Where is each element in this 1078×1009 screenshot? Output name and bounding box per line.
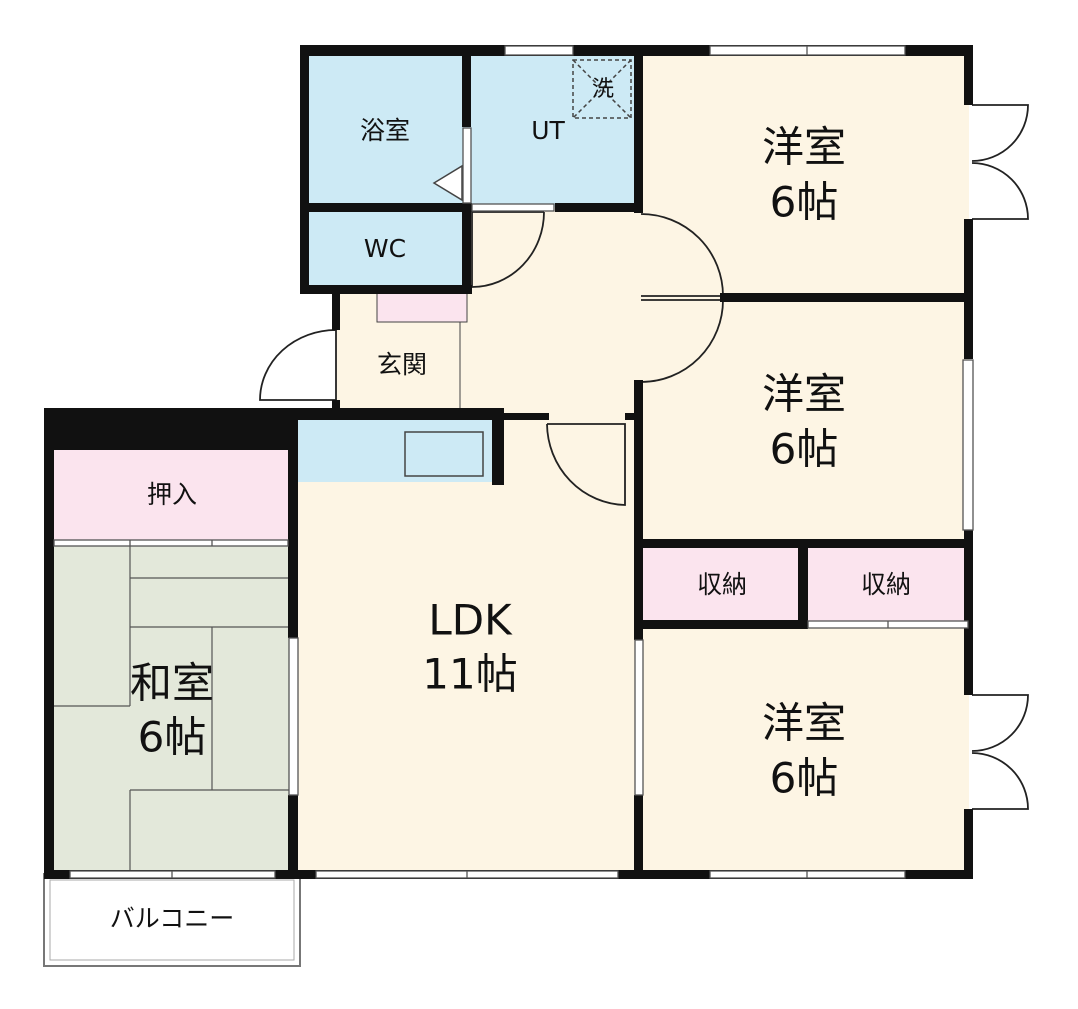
washitsu-name: 和室 — [130, 659, 214, 708]
yoshitsu-top-door-icon — [640, 213, 724, 297]
tatami-lines — [50, 543, 295, 874]
room-fills — [50, 52, 969, 874]
entrance-label: 玄関 — [377, 350, 427, 379]
oshiire-floor — [50, 448, 295, 543]
yoshitsu-mid-floor — [639, 297, 969, 544]
window — [634, 639, 644, 796]
washer-space-icon — [572, 59, 632, 119]
wc-label: WC — [364, 234, 406, 263]
storage-left-floor — [639, 544, 803, 624]
storage-right-label: 収納 — [861, 570, 911, 599]
ldk-name: LDK — [428, 596, 513, 645]
yoshitsu-top-name: 洋室 — [762, 123, 846, 172]
window — [462, 127, 472, 204]
storage-left-label: 収納 — [697, 570, 747, 599]
door-triangle-icon — [432, 164, 463, 202]
ldk-door-icon — [546, 423, 626, 506]
washitsu-floor — [50, 543, 295, 874]
details — [404, 59, 632, 477]
yoshitsu-bottom-floor — [639, 624, 969, 874]
ldk-size: 11帖 — [422, 650, 517, 699]
yoshitsu-top-size: 6帖 — [770, 178, 839, 227]
oshiire-label: 押入 — [147, 480, 197, 509]
window — [504, 45, 574, 56]
yoshitsu-mid-door-icon — [640, 299, 724, 383]
wc-floor — [305, 207, 467, 290]
window — [471, 203, 555, 212]
balcony-door-top-icon — [971, 104, 1029, 220]
windows — [53, 45, 974, 879]
window — [288, 637, 299, 796]
hall-floor — [467, 207, 639, 417]
balcony-label: バルコニー — [110, 904, 235, 933]
utility-label: UT — [531, 116, 565, 145]
hall-door-icon — [471, 211, 545, 288]
shoe-cabinet — [376, 291, 468, 323]
utility-floor — [467, 52, 639, 207]
balcony — [43, 873, 301, 967]
balcony-door-bottom-icon — [971, 694, 1029, 810]
yoshitsu-mid-size: 6帖 — [770, 425, 839, 474]
entrance-door-icon — [259, 329, 337, 401]
bath-label: 浴室 — [360, 116, 410, 145]
yoshitsu-bottom-size: 6帖 — [770, 754, 839, 803]
yoshitsu-bottom-name: 洋室 — [762, 699, 846, 748]
yoshitsu-mid-name: 洋室 — [762, 370, 846, 419]
labels: 浴室 UT 洗 WC 玄関 押入 洋室 6帖 洋室 6帖 収納 収納 洋室 6帖… — [110, 77, 911, 933]
ldk-floor — [295, 417, 639, 874]
washitsu-size: 6帖 — [138, 713, 207, 762]
window — [53, 539, 289, 547]
door-swings — [259, 104, 1029, 810]
window — [962, 359, 974, 531]
sink-icon — [404, 431, 484, 477]
storage-right-floor — [803, 544, 969, 624]
kitchen-counter — [298, 420, 498, 482]
washer-label: 洗 — [592, 77, 614, 102]
yoshitsu-top-floor — [639, 52, 969, 297]
